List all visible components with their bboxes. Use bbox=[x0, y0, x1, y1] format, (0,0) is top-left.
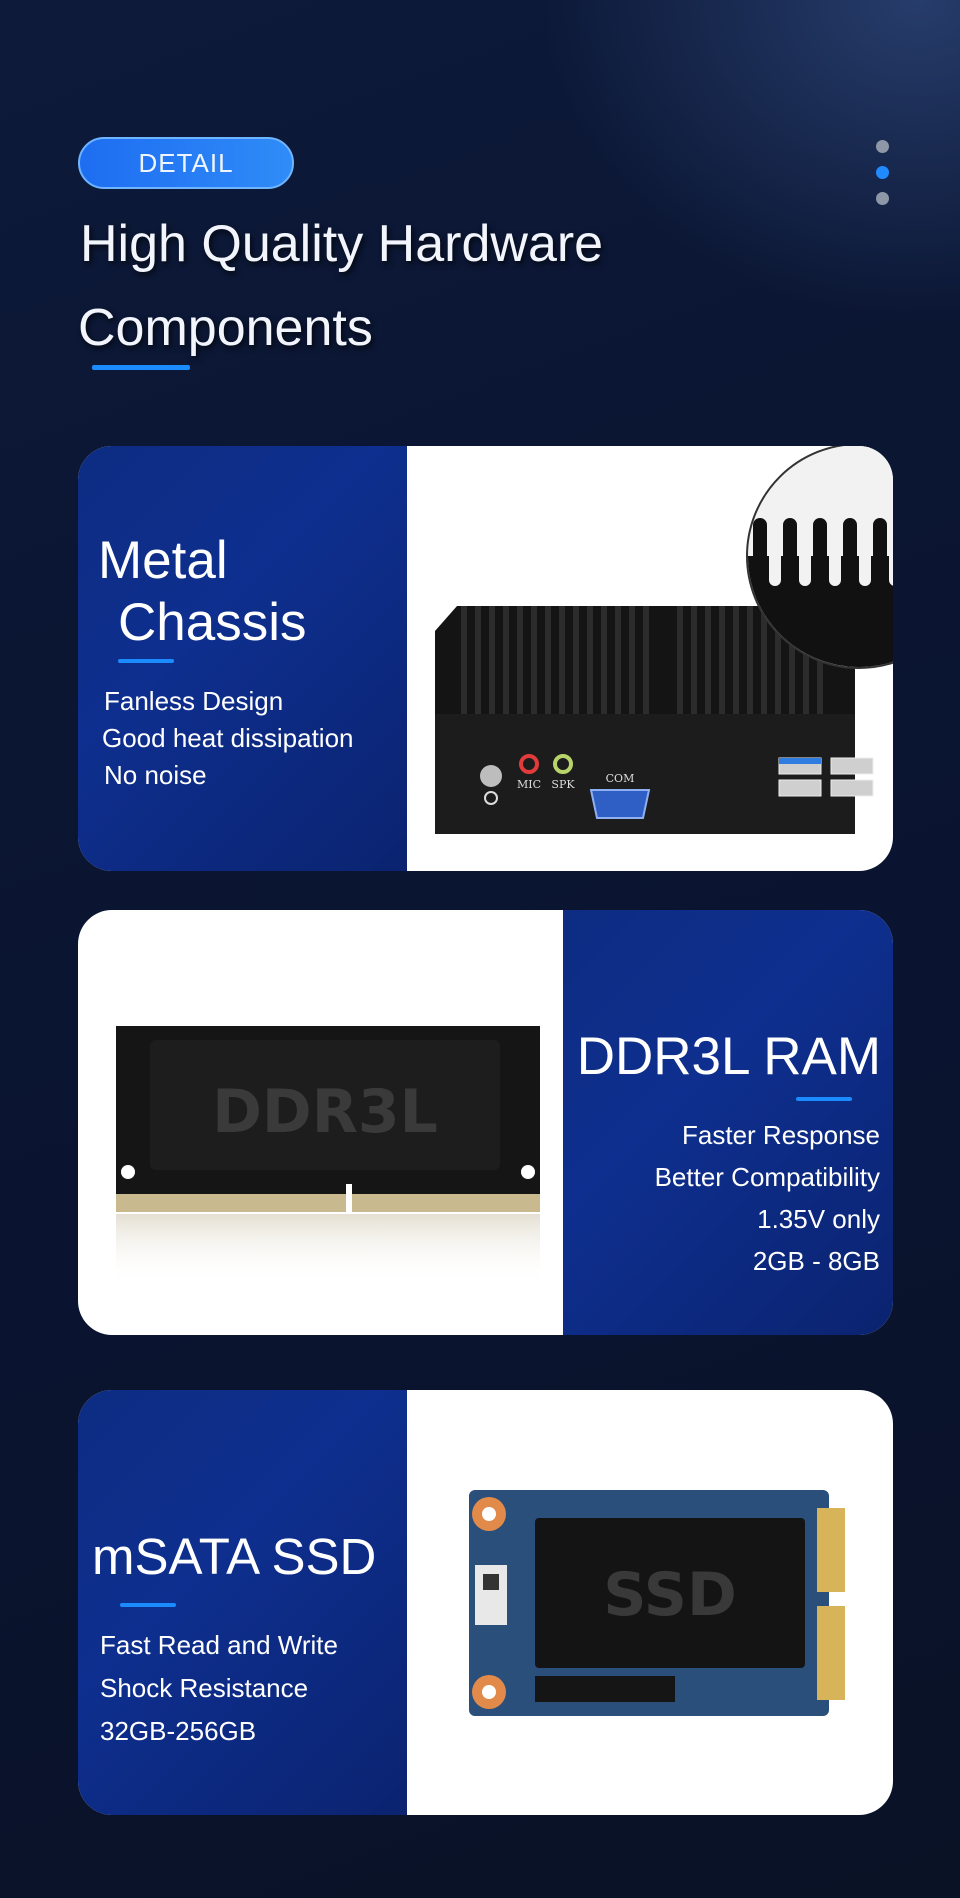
background-glow bbox=[540, 0, 960, 320]
mini-pc-image: MIC SPK COM bbox=[435, 446, 893, 834]
detail-badge-label: DETAIL bbox=[138, 147, 234, 178]
feature-item: 2GB - 8GB bbox=[752, 1246, 880, 1276]
card-metal-chassis-title: Metal Chassis bbox=[98, 530, 307, 654]
card-feature-list: Faster Response Better Compatibility 1.3… bbox=[655, 1114, 880, 1282]
page-title: High Quality Hardware Components bbox=[78, 202, 604, 370]
pagination-dots[interactable] bbox=[876, 140, 890, 218]
feature-item: Good heat dissipation bbox=[102, 723, 354, 753]
ssd-chip-label: SSD bbox=[603, 1560, 737, 1630]
ssd-module-image: SSD bbox=[469, 1490, 845, 1716]
ram-module-image: DDR3L bbox=[116, 1026, 540, 1284]
feature-item: Faster Response bbox=[682, 1120, 880, 1150]
card-accent-bar bbox=[118, 659, 174, 663]
feature-item: No noise bbox=[104, 760, 207, 790]
feature-item: Fanless Design bbox=[104, 686, 284, 716]
feature-item: Shock Resistance bbox=[100, 1673, 309, 1703]
card-ddr3l-ram-title: DDR3L RAM bbox=[576, 1027, 881, 1086]
title-accent-bar bbox=[92, 365, 190, 370]
card-msata-ssd-title: mSATA SSD bbox=[92, 1528, 377, 1585]
card-ddr3l-ram-panel: DDR3L RAM Faster Response Better Compati… bbox=[563, 910, 893, 1335]
page-dot-3[interactable] bbox=[876, 192, 889, 205]
card-title-line-1: Metal bbox=[98, 531, 228, 590]
page-title-line-1: High Quality Hardware bbox=[80, 215, 604, 273]
feature-item: 1.35V only bbox=[757, 1204, 880, 1234]
card-accent-bar bbox=[796, 1097, 852, 1101]
feature-item: Better Compatibility bbox=[654, 1162, 880, 1192]
card-feature-list: Fanless Design Good heat dissipation No … bbox=[102, 683, 354, 794]
page-dot-1[interactable] bbox=[876, 140, 889, 153]
detail-badge: DETAIL bbox=[78, 137, 294, 189]
mic-label: MIC bbox=[517, 778, 541, 791]
spk-label: SPK bbox=[551, 778, 575, 791]
card-metal-chassis: Metal Chassis Fanless Design Good heat d… bbox=[78, 446, 893, 871]
card-accent-bar bbox=[120, 1603, 176, 1607]
page-dot-2-active[interactable] bbox=[876, 166, 889, 179]
card-title-line-2: Chassis bbox=[118, 593, 307, 652]
feature-item: 32GB-256GB bbox=[100, 1716, 257, 1746]
card-msata-ssd-panel: mSATA SSD Fast Read and Write Shock Resi… bbox=[78, 1390, 407, 1815]
page-title-line-2: Components bbox=[78, 299, 373, 357]
feature-item: Fast Read and Write bbox=[100, 1630, 338, 1660]
card-metal-chassis-panel: Metal Chassis Fanless Design Good heat d… bbox=[78, 446, 407, 871]
card-ddr3l-ram: DDR3L DDR3L RAM Faster Response Better C… bbox=[78, 910, 893, 1335]
com-label: COM bbox=[606, 772, 635, 785]
card-feature-list: Fast Read and Write Shock Resistance 32G… bbox=[100, 1624, 338, 1753]
ram-chip-label: DDR3L bbox=[212, 1077, 438, 1147]
card-msata-ssd: mSATA SSD Fast Read and Write Shock Resi… bbox=[78, 1390, 893, 1815]
